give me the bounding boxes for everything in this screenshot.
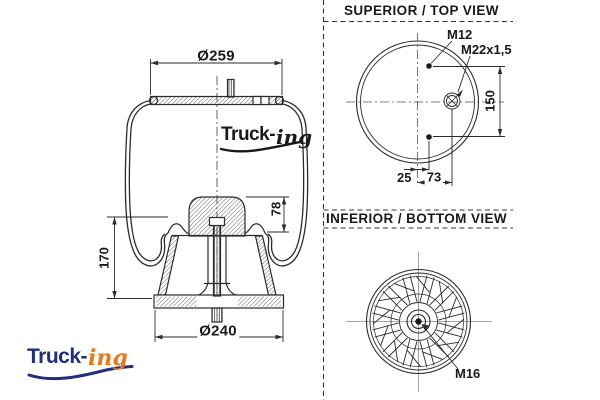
dim-bottom-diameter: Ø240 (197, 322, 239, 340)
top-plate (148, 78, 285, 106)
m12-stud (226, 78, 235, 98)
dim-piston-height-lines (107, 216, 168, 299)
m12-leader (430, 40, 453, 64)
dim-top-diameter: Ø259 (197, 47, 235, 65)
bottom-view-title: INFERIOR / BOTTOM VIEW (326, 211, 508, 226)
label-m12: M12 (447, 27, 473, 42)
m22-leader (457, 55, 471, 93)
dim-bumper-height: 78 (268, 201, 284, 217)
label-m22: M22x1,5 (461, 42, 512, 57)
rubber-bumper (188, 196, 246, 237)
logo-ing: ing (88, 345, 128, 371)
panel-dividers (322, 0, 513, 400)
top-view-title: SUPERIOR / TOP VIEW (344, 3, 499, 18)
dim-bumper-height-lines (246, 196, 289, 233)
air-port-block (252, 95, 262, 106)
label-m16: M16 (455, 366, 481, 381)
center-bolt (208, 216, 226, 323)
side-view (27, 59, 309, 381)
dim-piston-height: 170 (96, 247, 112, 269)
m16-bolt-dot (415, 318, 422, 325)
dim-port-offset: 73 (424, 169, 444, 185)
m16-leader (422, 325, 459, 370)
bellows (124, 99, 309, 267)
m12-stud-bottom-dot (426, 134, 432, 140)
m12-stud-top-dot (426, 63, 432, 69)
watermark-swoosh (219, 140, 304, 153)
logo-truck: Truck- (27, 345, 88, 368)
dim-stud-offset: 25 (397, 170, 412, 185)
m22-air-port (443, 92, 461, 110)
dim-150-lines (433, 66, 505, 137)
bottom-view (346, 252, 492, 392)
watermark-trucking: Truck- ing (221, 125, 312, 149)
logo-swoosh (27, 365, 134, 381)
top-view (346, 33, 505, 186)
bottom-view-outer-circle (365, 268, 472, 375)
dim-top-diameter-lines (150, 59, 283, 95)
brand-logo: Truck- ing (27, 345, 128, 371)
watermark-truck: Truck- (221, 124, 276, 145)
dim-stud-spacing: 150 (482, 90, 498, 112)
watermark-ing: ing (276, 125, 313, 149)
piston (153, 223, 285, 309)
piston-ribs (372, 275, 465, 368)
